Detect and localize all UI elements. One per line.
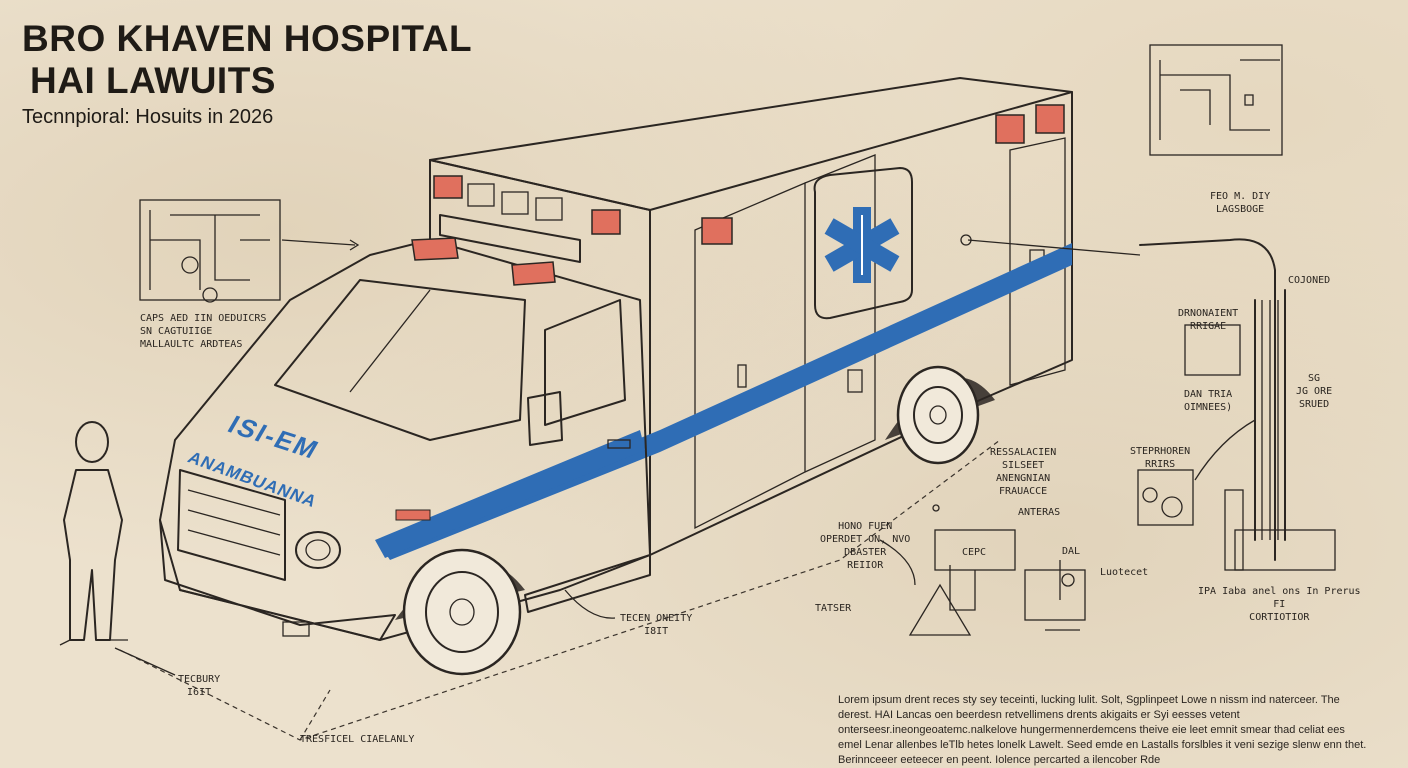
top-right-schematic [1149,44,1283,156]
label-tecen: TECEN ONEITY I8IT [620,613,693,637]
ground-guide [119,439,1001,741]
rear-wheel [885,365,995,465]
ground-guide-2 [299,689,331,741]
leader-tecen [564,589,616,619]
roof-lights [433,104,1065,245]
label-research: RESSALACIEN SILSEET ANENGNIAN FRAUACCE [990,447,1057,497]
label-ipa: IPA Iaba anel ons In Prerus FI CORTIOTIO… [1198,586,1361,623]
label-hono: HONO FUEN OPERDET ON, NVO DBASTER REIIOR [820,521,911,571]
leader-tecbury [114,647,176,676]
label-dan-tria: DAN TRIA OIMNEES) [1184,389,1233,413]
center-mini-diagrams [879,504,1086,636]
label-tresficel: TRESFICEL CIAELANLY [300,734,415,745]
label-top-left: CAPS AED IIN OEDUICRS SN CAGTUIIGE MALLA… [140,313,267,350]
label-pump-top: FEO M. DIY LAGSBOGE [1210,191,1271,215]
ambulance-box [429,77,1073,556]
top-left-schematic [139,199,360,303]
page-title-line2: HAI LAWUITS [30,60,276,101]
page-title: BRO KHAVEN HOSPITAL [22,18,473,59]
label-cepc: CEPC [962,547,987,558]
label-conored: COJONED [1288,275,1331,286]
page-subtitle: Tecnnpioral: Hosuits in 2026 [22,106,274,128]
label-tatser: TATSER [815,603,852,614]
front-wheel [395,548,525,676]
label-anteras: ANTERAS [1018,507,1061,518]
label-dal: DAL [1062,546,1081,557]
pipe-assembly [960,234,1336,571]
standing-person [59,421,128,646]
label-luotect: Luotecet [1100,567,1149,578]
star-of-life-panel [813,167,913,320]
label-sg: SG JG Ore SRUED [1296,373,1333,410]
label-tecbury: TECBURY I6IT [178,674,221,698]
ambulance-cab [159,214,651,641]
description-paragraph: Lorem ipsum drent reces sty sey teceinti… [838,694,1367,766]
label-steprhoren: STEPRHOREN RRIRS [1130,446,1191,470]
label-device-box: DRNONAIENT RRIGAE [1178,308,1239,332]
